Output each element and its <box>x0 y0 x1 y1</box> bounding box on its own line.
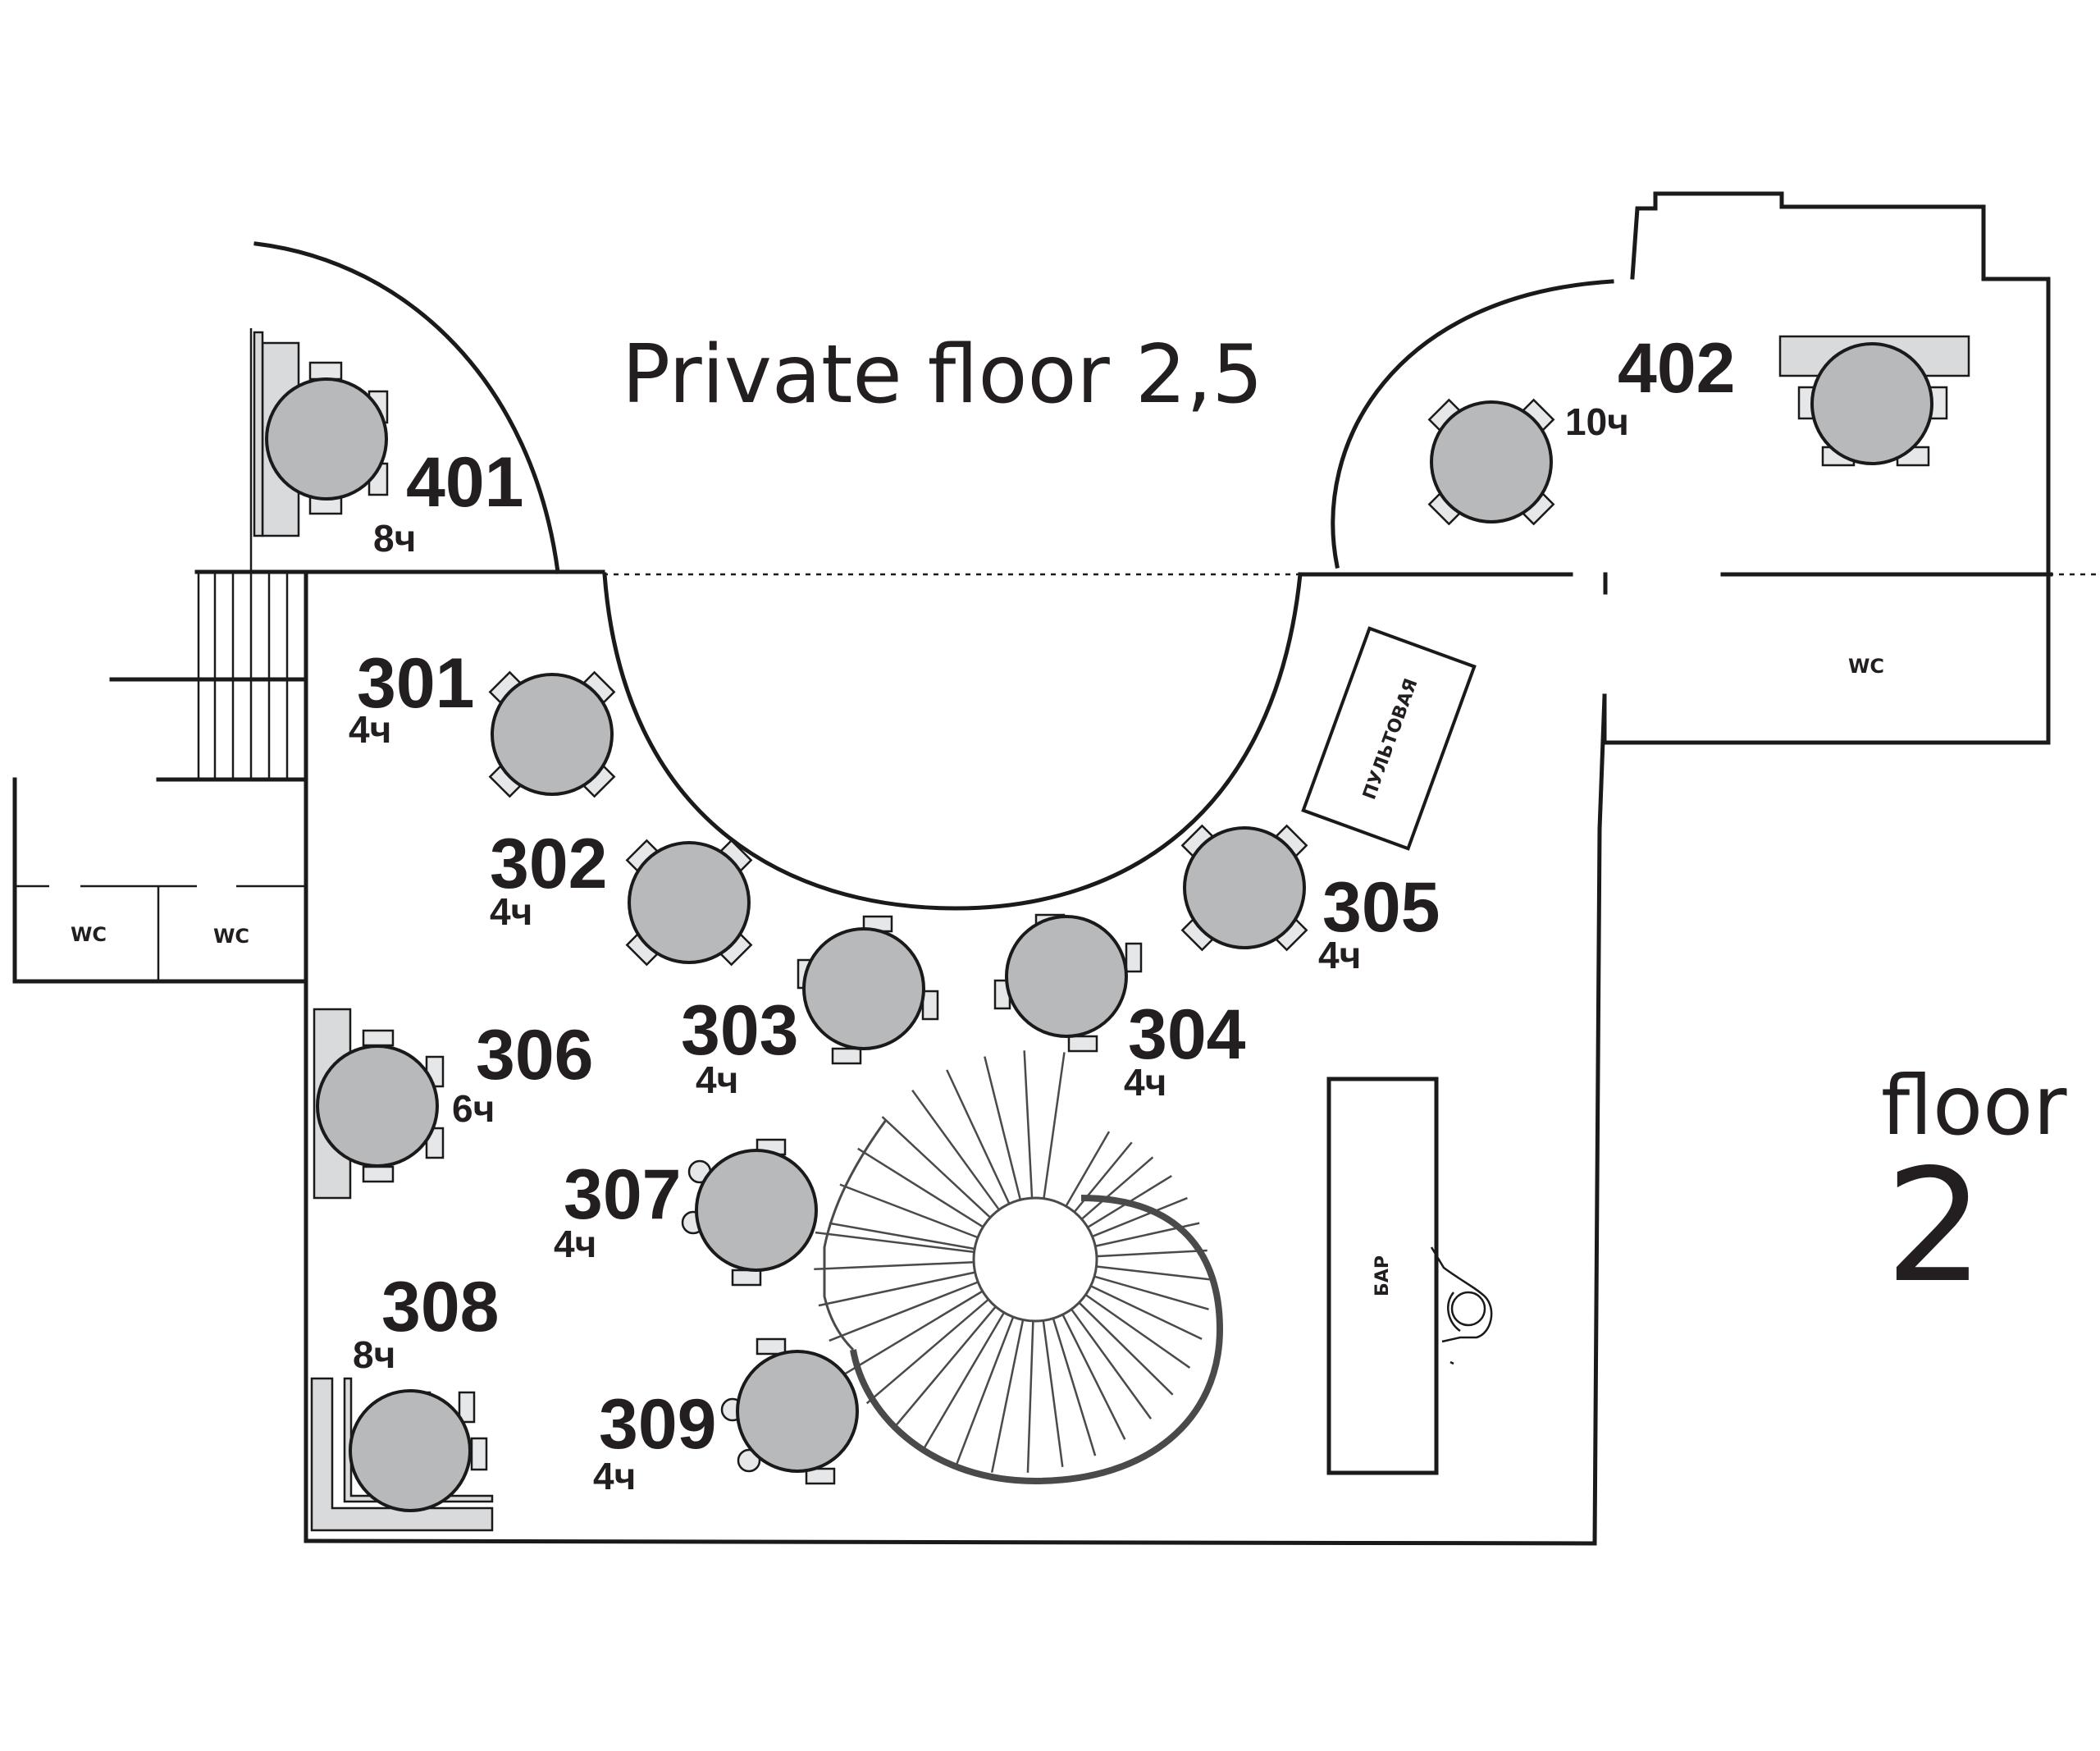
table-305[interactable]: 305 4ч <box>1180 824 1440 976</box>
table-307-number: 307 <box>564 1155 682 1234</box>
table-306[interactable]: 306 6ч <box>313 1008 594 1200</box>
stair-tread <box>1023 1050 1034 1199</box>
stair-tread <box>955 1316 1015 1467</box>
stair-tread <box>839 1183 979 1239</box>
wc-left-1-label: WC <box>71 923 107 946</box>
stair-tread <box>946 1069 1011 1205</box>
table-301-capacity: 4ч <box>349 708 391 751</box>
stair-tread <box>865 1298 989 1405</box>
table-302[interactable]: 302 4ч <box>490 825 753 967</box>
floor-number: 2 <box>1885 1136 1984 1317</box>
stair-tread <box>1042 1320 1064 1467</box>
stair-tread <box>815 1231 975 1254</box>
stair-tread <box>1080 1156 1154 1220</box>
stair-tread <box>984 1056 1022 1200</box>
table-306-number: 306 <box>476 1016 594 1095</box>
table-303[interactable]: 303 4ч <box>681 915 939 1101</box>
page-title: Private floor 2,5 <box>622 328 1263 422</box>
table-302-capacity: 4ч <box>490 890 532 933</box>
wc-right-label: WC <box>1848 655 1884 678</box>
wc-left-2: WC <box>213 925 249 948</box>
table-307-capacity: 4ч <box>554 1223 596 1265</box>
stair-tread <box>1093 1275 1209 1310</box>
stair-tread <box>1073 1141 1133 1213</box>
bar-label: БАР <box>1372 1255 1393 1296</box>
table-401-capacity: 8ч <box>373 517 416 560</box>
bartender-icon <box>1430 1246 1493 1365</box>
stair-tread <box>1094 1222 1200 1247</box>
table-402-number: 402 <box>1618 329 1736 408</box>
table-306-capacity: 6ч <box>452 1087 495 1130</box>
table-304-number: 304 <box>1128 995 1246 1074</box>
stair-tread <box>1065 1131 1111 1207</box>
stair-tread <box>1071 1308 1153 1420</box>
stair-tread <box>1061 1314 1126 1440</box>
stair-tread <box>829 1222 975 1250</box>
table-309-number: 309 <box>599 1385 717 1464</box>
table-401-number: 401 <box>406 443 524 522</box>
stair-tread <box>1092 1196 1188 1238</box>
stair-tread <box>1096 1249 1208 1258</box>
table-308-capacity: 8ч <box>353 1333 395 1376</box>
stair-tread <box>892 1305 997 1430</box>
table-305-capacity: 4ч <box>1318 934 1361 976</box>
table-305-number: 305 <box>1322 868 1440 947</box>
table-302-number: 302 <box>490 825 608 903</box>
stair-tread <box>1078 1301 1174 1396</box>
table-309[interactable]: 309 4ч <box>593 1337 859 1497</box>
table-308[interactable]: 308 8ч <box>310 1268 500 1532</box>
wc-left-1: WC <box>71 923 107 946</box>
table-303-capacity: 4ч <box>696 1058 738 1101</box>
stair-tread <box>1084 1293 1191 1369</box>
stair-tread <box>911 1089 1000 1211</box>
table-304[interactable]: 304 4ч <box>993 913 1246 1104</box>
table-307[interactable]: 307 4ч <box>554 1138 818 1287</box>
stair-tread <box>818 1271 975 1307</box>
table-301-number: 301 <box>357 644 475 723</box>
floor-label: floor <box>1881 1058 2067 1154</box>
stair-tread <box>921 1311 1006 1452</box>
table-309-capacity: 4ч <box>593 1455 636 1497</box>
left-staircase <box>197 572 307 779</box>
stair-tread <box>1087 1175 1172 1228</box>
table-308-number: 308 <box>381 1268 500 1346</box>
table-304-capacity: 4ч <box>1124 1061 1166 1104</box>
stair-tread <box>1043 1052 1066 1199</box>
stair-tread <box>881 1116 992 1218</box>
stair-tread <box>829 1281 979 1342</box>
stair-tread <box>857 1147 984 1228</box>
stair-tread <box>1090 1285 1203 1340</box>
stair-tread <box>1096 1265 1211 1281</box>
stair-tread <box>990 1319 1025 1473</box>
control-room: ПУЛЬТОВАЯ <box>1301 626 1477 851</box>
wc-left-2-label: WC <box>213 925 249 948</box>
table-402-capacity: 10ч <box>1565 400 1629 443</box>
wc-right: WC <box>1848 655 1884 678</box>
table-301[interactable]: 301 4ч <box>349 644 616 798</box>
stair-tread <box>1052 1318 1097 1456</box>
stair-tread <box>814 1261 975 1271</box>
stair-tread <box>1026 1320 1034 1473</box>
table-303-number: 303 <box>681 991 799 1070</box>
table-401[interactable]: 401 8ч <box>253 331 524 560</box>
walls <box>12 191 2100 1546</box>
stair-tread <box>844 1290 984 1375</box>
spiral-staircase <box>814 1050 1224 1485</box>
bar-counter: БАР <box>1326 1077 1439 1475</box>
table-402[interactable]: 402 10ч <box>1427 329 1970 526</box>
